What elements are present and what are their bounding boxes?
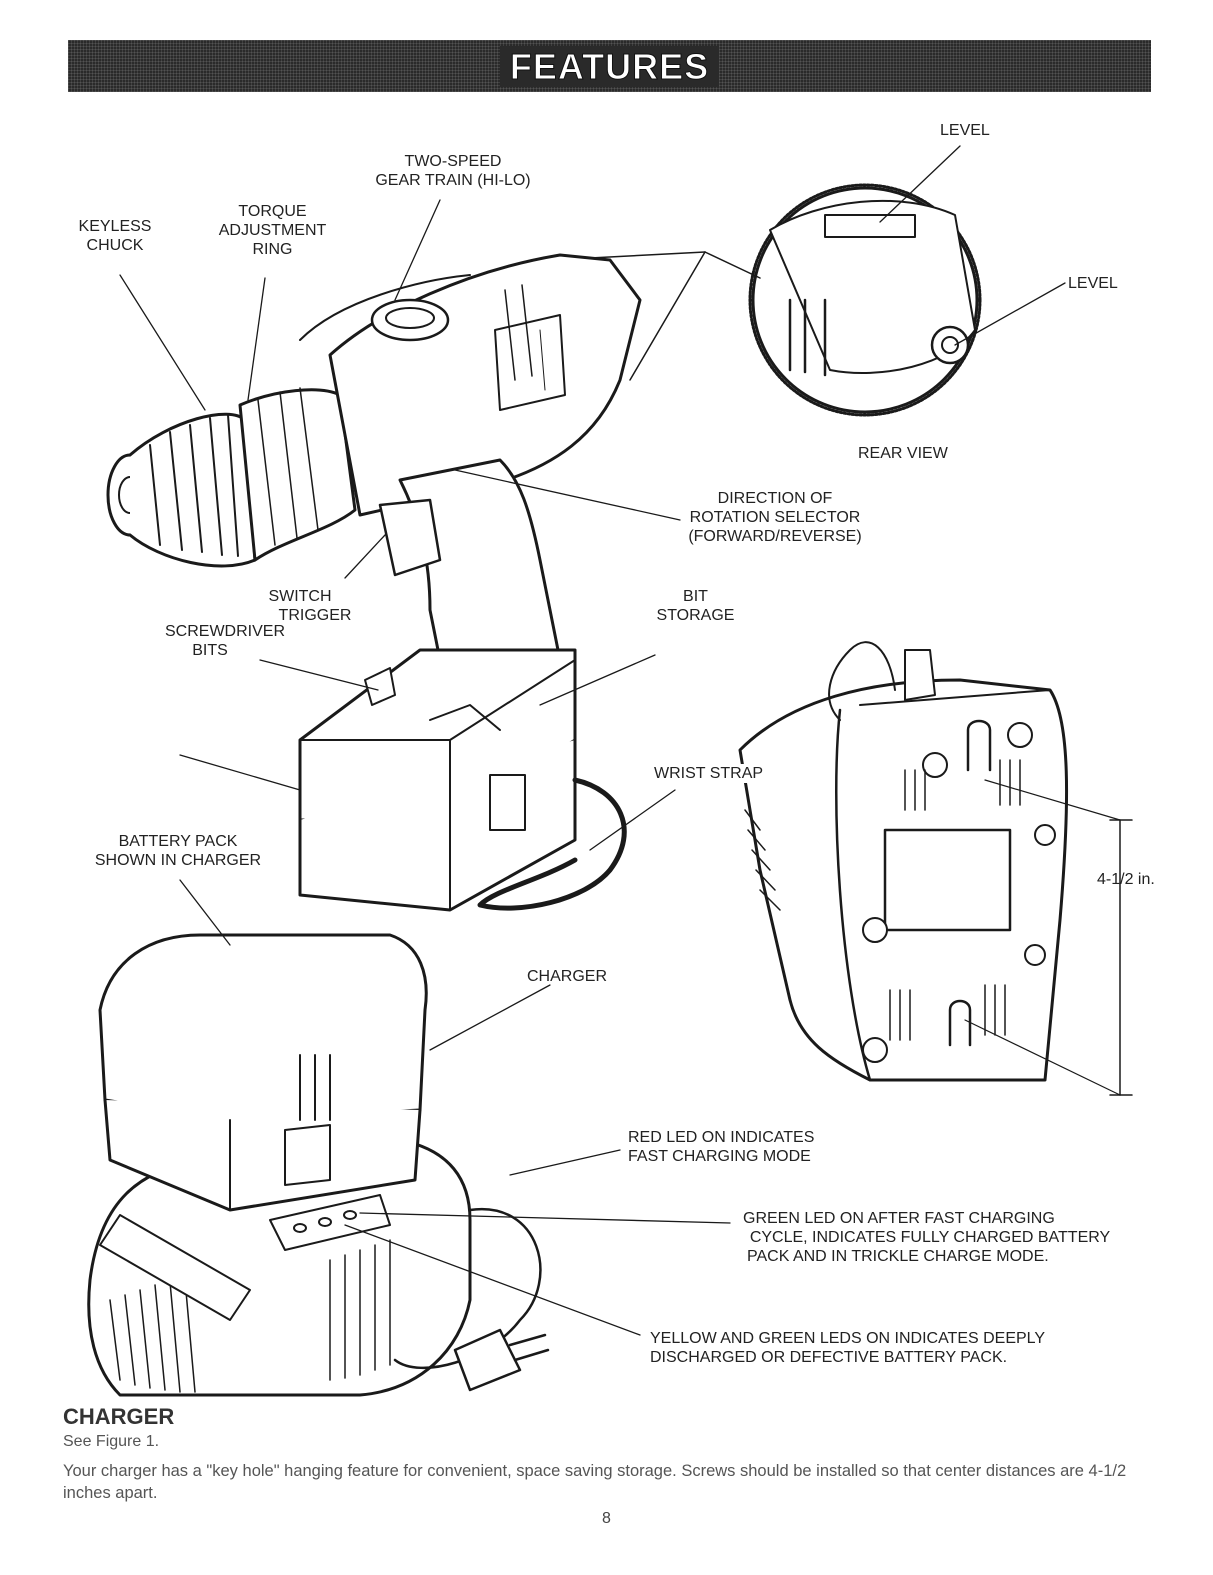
label-red-led-line1: RED LED ON INDICATES	[628, 1129, 815, 1146]
page-number: 8	[602, 1510, 611, 1527]
label-two-speed: TWO-SPEED GEAR TRAIN (HI-LO)	[368, 152, 538, 190]
label-switch-trigger-line2: TRIGGER	[278, 607, 352, 624]
label-rear-view: REAR VIEW	[858, 445, 948, 462]
leader-lines	[119, 145, 1066, 1336]
label-screwdriver-bits: SCREWDRIVER BITS	[160, 622, 290, 660]
label-level-top: LEVEL	[940, 122, 990, 139]
label-red-led-line2: FAST CHARGING MODE	[628, 1148, 811, 1165]
label-direction-line1: DIRECTION OF	[717, 490, 833, 507]
features-banner: FEATURES	[68, 40, 1151, 92]
charger-with-battery-illustration	[87, 933, 550, 1397]
label-torque-ring-line3: RING	[252, 241, 293, 258]
rear-view-inset	[589, 183, 982, 417]
label-bit-storage-line2: STORAGE	[656, 607, 735, 624]
label-keyless-chuck: KEYLESS CHUCK	[75, 217, 155, 255]
label-green-led: GREEN LED ON AFTER FAST CHARGING CYCLE, …	[735, 1209, 1125, 1266]
dimension-label: 4-1/2 in.	[1097, 871, 1155, 888]
label-green-led-line1: GREEN LED ON AFTER FAST CHARGING	[743, 1210, 1055, 1227]
section-title: CHARGER	[63, 1404, 175, 1429]
label-keyless-chuck-line1: KEYLESS	[78, 218, 152, 235]
label-screwdriver-bits-line2: BITS	[192, 642, 228, 659]
label-keyless-chuck-line2: CHUCK	[86, 237, 144, 254]
label-bit-storage: BIT STORAGE	[648, 587, 743, 625]
label-green-led-line3: PACK AND IN TRICKLE CHARGE MODE.	[747, 1248, 1049, 1265]
label-direction-line3: (FORWARD/REVERSE)	[688, 528, 862, 545]
label-torque-ring: TORQUE ADJUSTMENT RING	[210, 202, 335, 259]
section-body: Your charger has a "key hole" hanging fe…	[63, 1462, 1127, 1502]
label-two-speed-line2: GEAR TRAIN (HI-LO)	[375, 172, 531, 189]
figure-reference: See Figure 1.	[63, 1433, 160, 1450]
label-switch-trigger-line1: SWITCH	[268, 588, 332, 605]
label-switch-trigger: SWITCH TRIGGER	[255, 587, 375, 625]
label-level-side: LEVEL	[1068, 275, 1118, 292]
label-yellow-green-line1: YELLOW AND GREEN LEDS ON INDICATES DEEPL…	[650, 1330, 1046, 1347]
label-torque-ring-line2: ADJUSTMENT	[218, 222, 327, 239]
label-green-led-line2: CYCLE, INDICATES FULLY CHARGED BATTERY	[749, 1229, 1111, 1246]
label-yellow-green-line2: DISCHARGED OR DEFECTIVE BATTERY PACK.	[650, 1349, 1008, 1366]
features-title: FEATURES	[68, 46, 1151, 88]
label-yellow-green-leds: YELLOW AND GREEN LEDS ON INDICATES DEEPL…	[650, 1329, 1045, 1367]
charger-back-illustration	[738, 641, 1133, 1096]
label-direction-line2: ROTATION SELECTOR	[689, 509, 861, 526]
label-battery-pack: BATTERY PACK SHOWN IN CHARGER	[88, 832, 268, 870]
label-battery-pack-line1: BATTERY PACK	[118, 833, 238, 850]
label-wrist-strap: WRIST STRAP	[654, 764, 766, 783]
drill-illustration	[106, 253, 642, 912]
label-direction-selector: DIRECTION OF ROTATION SELECTOR (FORWARD/…	[675, 489, 875, 546]
label-bit-storage-line1: BIT	[683, 588, 708, 605]
label-screwdriver-bits-line1: SCREWDRIVER	[164, 623, 285, 640]
label-torque-ring-line1: TORQUE	[238, 203, 307, 220]
label-two-speed-line1: TWO-SPEED	[404, 153, 502, 170]
label-red-led: RED LED ON INDICATES FAST CHARGING MODE	[628, 1128, 814, 1166]
label-charger: CHARGER	[527, 968, 608, 985]
label-battery-pack-line2: SHOWN IN CHARGER	[94, 852, 262, 869]
